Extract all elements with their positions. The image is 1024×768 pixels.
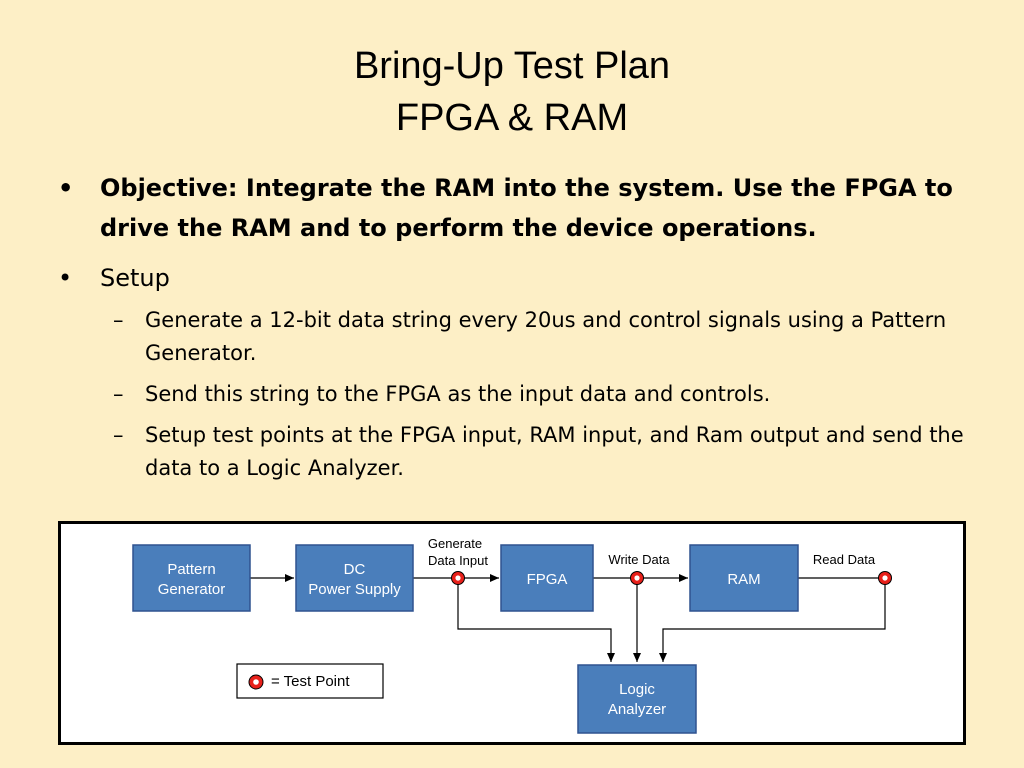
block-diagram: Pattern Generator DC Power Supply FPGA R… [58,521,966,745]
sub-bullet-test-points: – Setup test points at the FPGA input, R… [58,419,968,485]
ram-label: RAM [727,571,760,588]
slide-title-line-1: Bring-Up Test Plan [353,45,671,87]
legend-label: = Test Point [271,673,350,690]
pattern-generator-label-1: Pattern [167,561,215,578]
sub-bullet-generate-text: Generate a 12-bit data string every 20us… [145,308,947,365]
pattern-generator-block: Pattern Generator [132,544,251,612]
sub-bullet-dash: – [113,382,124,406]
bullet-dot: • [58,264,73,292]
bullet-setup: • Setup [58,258,968,298]
read-data-label: Read Data [813,552,876,567]
generate-label-2: Data Input [428,553,488,568]
sub-bullet-send-text: Send this string to the FPGA as the inpu… [145,382,771,406]
legend-test-point-icon [248,674,264,690]
dc-power-supply-label-2: Power Supply [308,581,401,598]
fpga-block: FPGA [500,544,594,612]
test-point-icon [630,571,644,585]
generate-label-1: Generate [428,536,482,551]
write-data-label: Write Data [608,552,670,567]
connectors [250,574,886,662]
ram-block: RAM [689,544,799,612]
slide-content: • Objective: Integrate the RAM into the … [58,168,968,493]
slide-title-line-2: FPGA & RAM [395,97,629,139]
slide-title: Bring-Up Test Plan FPGA & RAM [0,40,1024,144]
sub-bullet-generate: – Generate a 12-bit data string every 20… [58,304,968,370]
bullet-objective-text: Objective: Integrate the RAM into the sy… [100,174,953,242]
sub-bullet-test-points-text: Setup test points at the FPGA input, RAM… [145,423,964,480]
logic-analyzer-label-2: Analyzer [608,701,666,718]
dc-power-supply-label-1: DC [344,561,366,578]
bullet-dot: • [58,174,74,202]
block-diagram-svg: Pattern Generator DC Power Supply FPGA R… [132,536,892,734]
sub-bullet-dash: – [113,423,124,447]
legend: = Test Point [236,663,384,699]
sub-bullet-dash: – [113,308,124,332]
logic-analyzer-label-1: Logic [619,681,655,698]
sub-bullet-send: – Send this string to the FPGA as the in… [58,378,968,411]
pattern-generator-label-2: Generator [158,581,226,598]
fpga-label: FPGA [527,571,568,588]
bullet-setup-text: Setup [100,264,170,292]
test-point-icon [451,571,465,585]
line-tp1-to-analyzer [457,578,615,662]
logic-analyzer-block: Logic Analyzer [577,664,697,734]
dc-power-supply-block: DC Power Supply [295,544,414,612]
test-point-icon [878,571,892,585]
bullet-objective: • Objective: Integrate the RAM into the … [58,168,968,248]
line-tp3-to-analyzer [659,578,886,662]
